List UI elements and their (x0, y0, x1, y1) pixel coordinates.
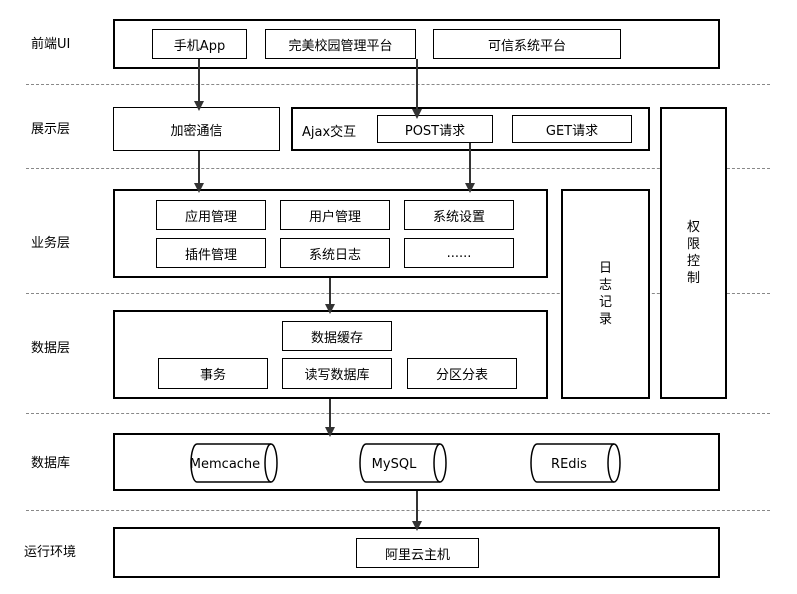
divider-frontend-display (26, 84, 770, 85)
access-control-box: 权限控制 (660, 107, 727, 399)
layer-label-frontend: 前端UI (31, 37, 71, 52)
mobile-app-box: 手机App (152, 29, 247, 59)
access-control-label: 权限控制 (686, 220, 700, 286)
aliyun-box: 阿里云主机 (356, 538, 479, 568)
sys-settings-box: 系统设置 (404, 200, 514, 230)
divider-display-business (26, 168, 770, 169)
divider-database-runtime (26, 510, 770, 511)
transaction-box: 事务 (158, 358, 268, 389)
layer-label-data: 数据层 (31, 341, 71, 356)
more-box: ...... (404, 238, 514, 268)
partition-box: 分区分表 (407, 358, 517, 389)
get-request-box: GET请求 (512, 115, 632, 143)
layer-label-business: 业务层 (31, 236, 71, 251)
rw-db-box: 读写数据库 (282, 358, 392, 389)
layer-label-database: 数据库 (31, 456, 71, 471)
post-request-box: POST请求 (377, 115, 493, 143)
layer-label-runtime: 运行环境 (24, 545, 77, 560)
app-mgmt-box: 应用管理 (156, 200, 266, 230)
sys-log-box: 系统日志 (280, 238, 390, 268)
layer-label-display: 展示层 (31, 122, 71, 137)
logging-label: 日志记录 (598, 261, 612, 327)
trusted-platform-box: 可信系统平台 (433, 29, 621, 59)
plugin-mgmt-box: 插件管理 (156, 238, 266, 268)
user-mgmt-box: 用户管理 (280, 200, 390, 230)
database-container (113, 433, 720, 491)
logging-box: 日志记录 (561, 189, 650, 399)
campus-platform-box: 完美校园管理平台 (265, 29, 416, 59)
ajax-label: Ajax交互 (302, 125, 357, 140)
encrypted-comm-box: 加密通信 (113, 107, 280, 151)
divider-business-data (26, 293, 770, 294)
divider-data-database (26, 413, 770, 414)
data-cache-box: 数据缓存 (282, 321, 392, 351)
